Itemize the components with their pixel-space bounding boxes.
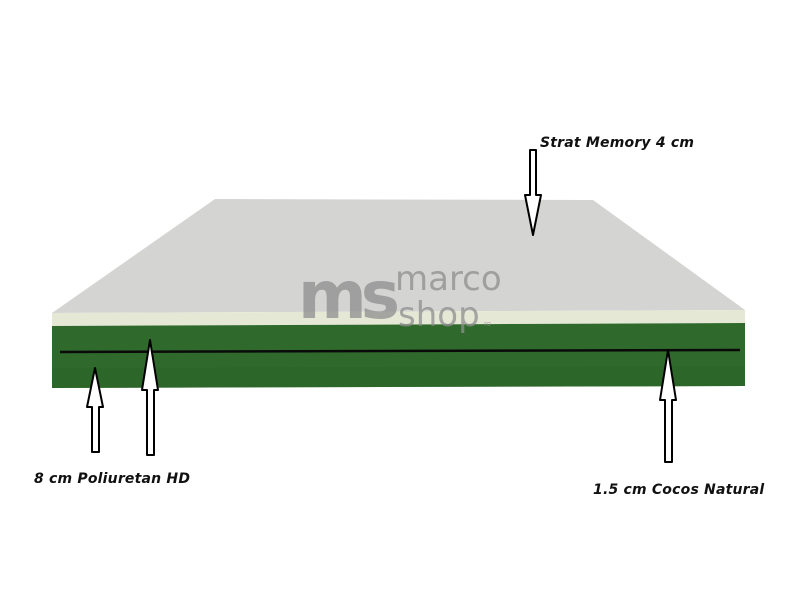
polyurethane-layer-shade	[52, 366, 745, 388]
label-memory-layer: Strat Memory 4 cm	[540, 135, 695, 151]
arrow-up-icon	[141, 339, 159, 456]
arrow-down-icon	[524, 149, 542, 236]
label-coconut-layer: 1.5 cm Cocos Natural	[593, 482, 765, 498]
arrow-up-icon	[86, 367, 104, 453]
layer-divider-line	[59, 348, 741, 354]
mattress-top-surface	[52, 199, 745, 313]
memory-layer-edge	[52, 310, 745, 326]
watermark-suffix: ro	[484, 320, 491, 328]
watermark-word-top: marco	[395, 259, 502, 299]
watermark-word-bottom: shop	[398, 295, 480, 335]
label-polyurethane-layer: 8 cm Poliuretan HD	[34, 471, 191, 487]
arrow-up-icon	[659, 349, 677, 463]
watermark-logo: ms marco shop ro	[298, 257, 502, 335]
watermark-logo-letters: ms	[298, 257, 398, 334]
